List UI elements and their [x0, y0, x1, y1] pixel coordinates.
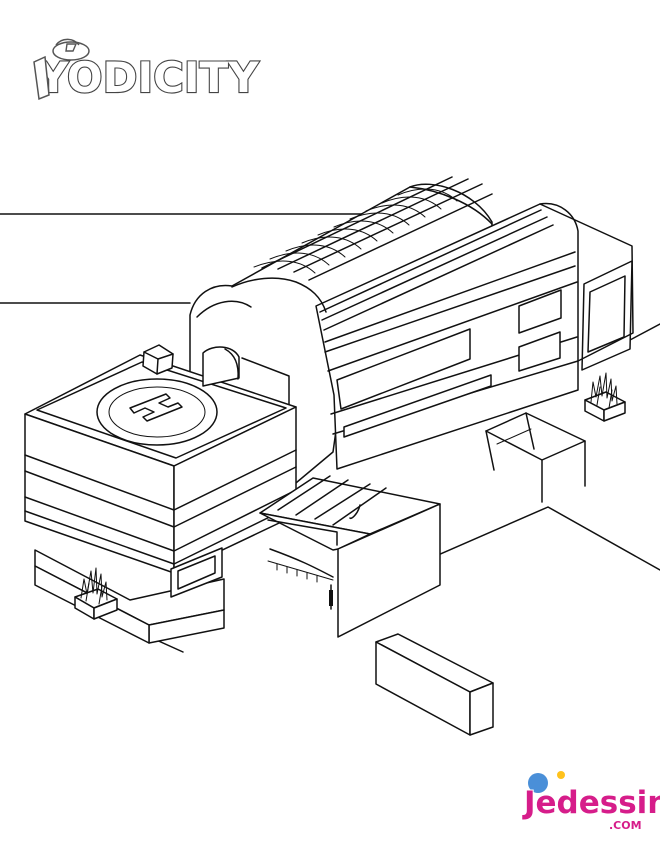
side-canopy	[485, 412, 586, 503]
jedessine-logo-text: Jedessine	[522, 785, 660, 821]
entrance-canopy	[259, 475, 441, 638]
planter-right	[584, 372, 626, 422]
planter-left	[74, 567, 118, 620]
jedessine-logo-suffix: .COM	[609, 819, 642, 832]
jedessine-logo: Jedessine .COM	[521, 771, 660, 832]
yodicity-logo-text: YODICITY	[37, 53, 259, 102]
bench-block	[375, 633, 494, 736]
front-helipad-block	[24, 344, 297, 644]
yodicity-logo: YODICITY	[33, 38, 260, 103]
